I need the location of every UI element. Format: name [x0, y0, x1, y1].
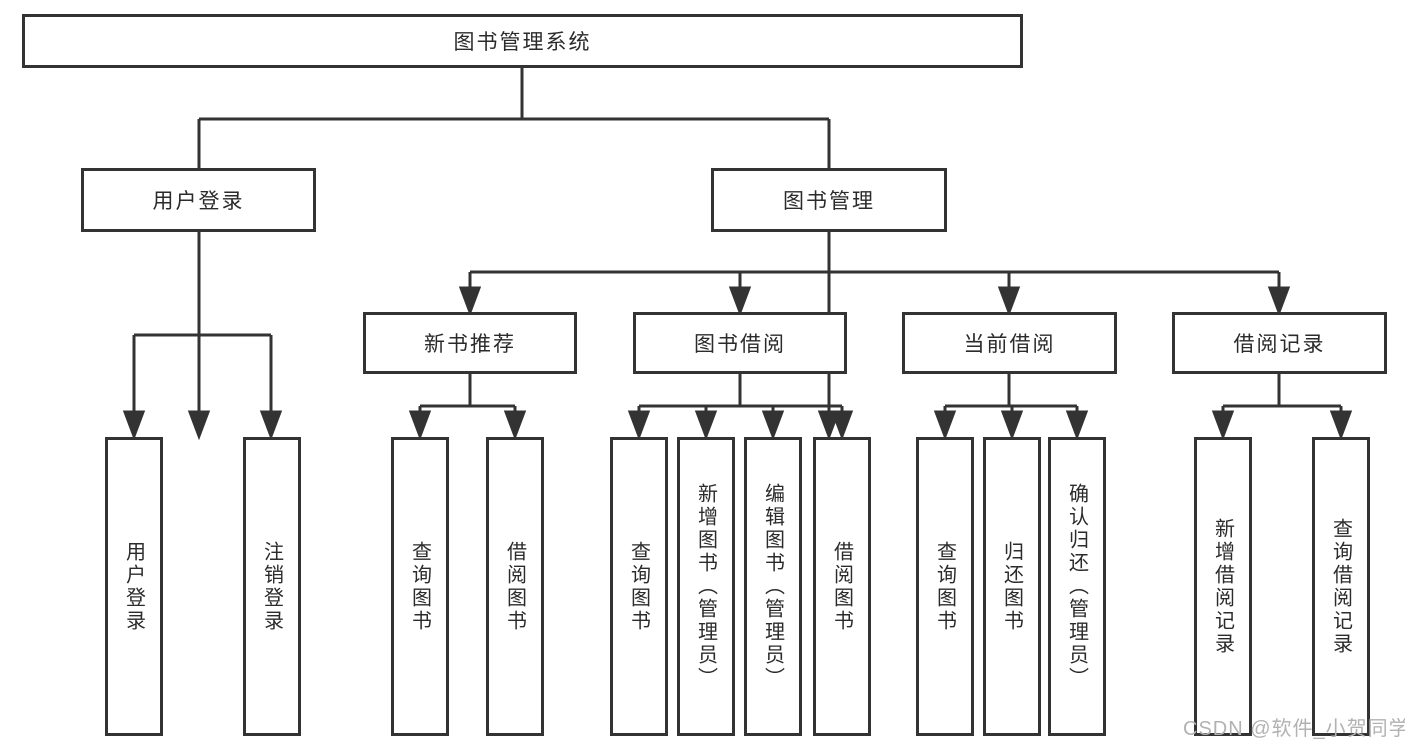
leaf-logout: 注销登录: [243, 437, 301, 736]
node-label: 借阅图书: [830, 540, 853, 633]
leaf-add-books-admin: 新增图书（管理员）: [677, 437, 735, 736]
leaf-borrow-books-borrowing: 借阅图书: [813, 437, 871, 736]
leaf-query-books-recommend: 查询图书: [391, 437, 449, 736]
node-label: 用户登录: [152, 190, 245, 213]
node-label: 查询图书: [408, 540, 431, 633]
leaf-confirm-return-admin: 确认归还（管理员）: [1048, 437, 1106, 736]
node-label: 新书推荐: [424, 333, 516, 356]
node-label: 新增图书（管理员）: [694, 483, 717, 690]
node-label: 图书借阅: [694, 333, 786, 356]
node-label: 查询图书: [627, 540, 650, 633]
leaf-edit-books-admin: 编辑图书（管理员）: [744, 437, 802, 736]
leaf-return-books: 归还图书: [983, 437, 1041, 736]
node-book-management: 图书管理: [711, 168, 947, 232]
leaf-borrow-books-recommend: 借阅图书: [486, 437, 544, 736]
node-label: 查询图书: [933, 540, 956, 633]
node-borrow-records: 借阅记录: [1172, 312, 1387, 374]
leaf-query-books-borrowing: 查询图书: [610, 437, 668, 736]
leaf-add-borrow-record: 新增借阅记录: [1194, 437, 1252, 736]
node-new-book-recommend: 新书推荐: [363, 312, 577, 374]
node-label: 归还图书: [1000, 540, 1023, 633]
node-label: 编辑图书（管理员）: [761, 483, 784, 690]
node-label: 新增借阅记录: [1211, 517, 1234, 656]
node-label: 图书管理系统: [453, 31, 592, 54]
node-current-borrowing: 当前借阅: [902, 312, 1117, 374]
node-label: 借阅记录: [1233, 333, 1326, 356]
node-book-borrowing: 图书借阅: [633, 312, 847, 374]
leaf-query-borrow-record: 查询借阅记录: [1312, 437, 1370, 736]
node-root-library-system: 图书管理系统: [22, 14, 1023, 68]
leaf-user-login: 用户登录: [105, 437, 163, 736]
node-label: 借阅图书: [503, 540, 526, 633]
node-label: 注销登录: [260, 540, 283, 633]
node-user-login: 用户登录: [81, 168, 316, 232]
watermark: CSDN @软件_小贺同学: [1183, 718, 1405, 740]
node-label: 查询借阅记录: [1329, 517, 1352, 656]
node-label: 用户登录: [122, 540, 145, 633]
leaf-query-books-current: 查询图书: [916, 437, 974, 736]
node-label: 当前借阅: [963, 333, 1056, 356]
node-label: 确认归还（管理员）: [1065, 483, 1088, 690]
node-label: 图书管理: [783, 190, 875, 213]
